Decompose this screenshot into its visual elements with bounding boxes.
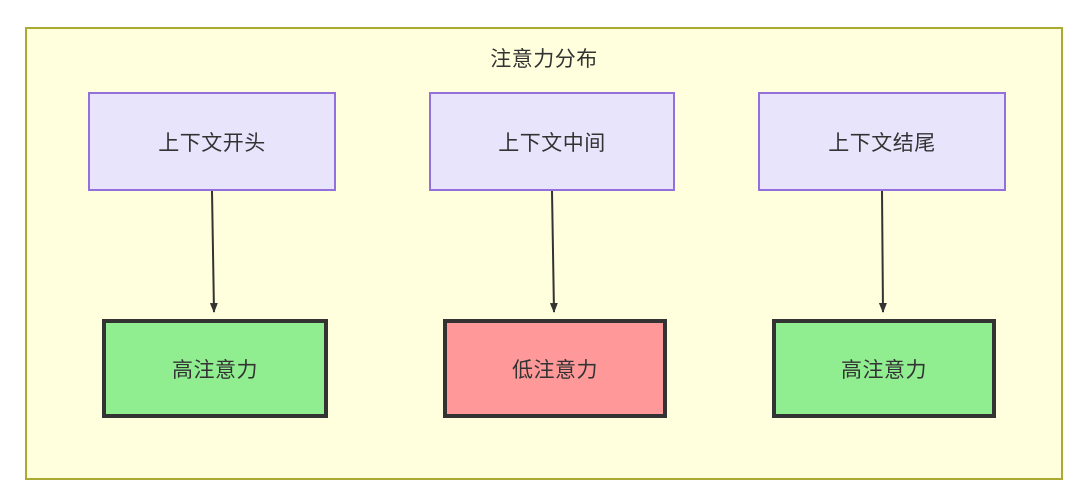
node-label: 高注意力 (172, 358, 258, 382)
node-label: 上下文中间 (498, 131, 606, 155)
node-attention-high-start[interactable]: 高注意力 (102, 319, 328, 418)
node-label: 上下文结尾 (828, 131, 936, 155)
node-context-start[interactable]: 上下文开头 (88, 92, 336, 191)
node-attention-low-middle[interactable]: 低注意力 (443, 319, 667, 418)
node-label: 低注意力 (512, 358, 598, 382)
node-label: 高注意力 (841, 358, 927, 382)
subgraph-title: 注意力分布 (490, 48, 598, 71)
node-label: 上下文开头 (158, 131, 266, 155)
node-context-end[interactable]: 上下文结尾 (758, 92, 1006, 191)
node-attention-high-end[interactable]: 高注意力 (772, 319, 996, 418)
node-context-middle[interactable]: 上下文中间 (429, 92, 675, 191)
